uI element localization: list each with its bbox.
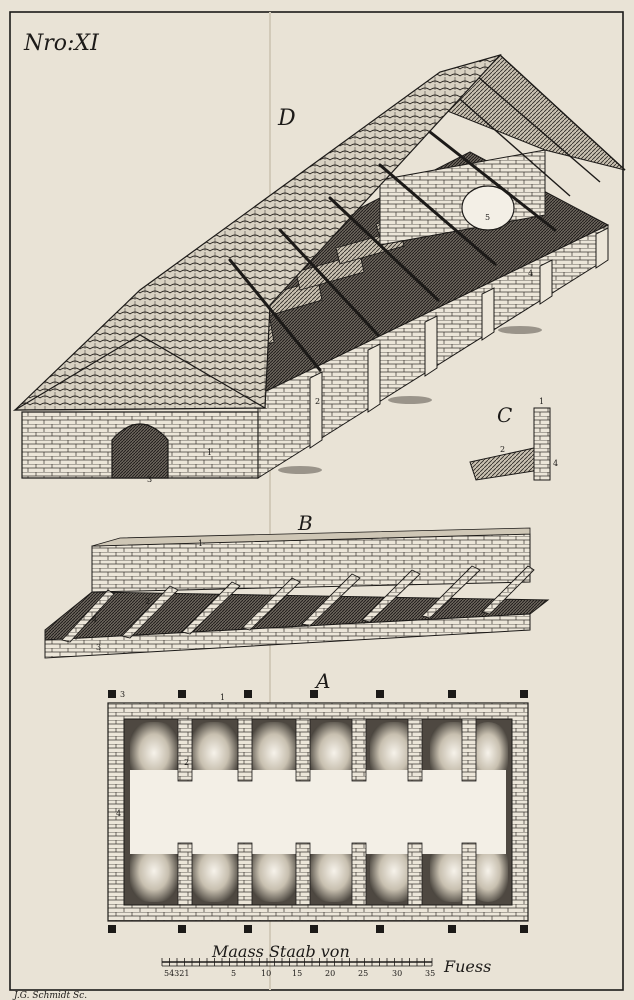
plate-border — [9, 11, 624, 991]
engraver-credit: J.G. Schmidt Sc. — [12, 991, 87, 1000]
figure-d-number: 2 — [315, 397, 320, 406]
figure-c-numbers: 1 2 4 — [500, 397, 558, 468]
scale-tick-label: 10 — [261, 969, 271, 978]
figure-c-drawing — [469, 407, 551, 481]
scale-tick-label: 15 — [292, 969, 302, 978]
figure-b-number: 2 — [145, 597, 150, 606]
figure-d-letter: D — [277, 106, 296, 131]
scale-tick-labels: 54321 5 10 15 20 25 30 35 — [164, 969, 435, 978]
figure-d-number: 3 — [147, 475, 152, 484]
figure-d-number: 5 — [485, 213, 490, 222]
figure-c-number: 1 — [539, 397, 544, 406]
scale-tick-label: 25 — [358, 969, 368, 978]
scale-caption-right: Fuess — [443, 957, 491, 976]
figure-c-number: 4 — [553, 459, 558, 468]
scale-bar: Maass Staab von Fuess 54321 5 10 15 20 2… — [161, 942, 491, 978]
plate-number: Nro:XI — [23, 31, 100, 56]
figure-d-numbers: 1 2 3 4 5 — [147, 213, 533, 484]
figure-d-number: 4 — [528, 269, 533, 278]
figure-a-numbers: 1 2 3 4 — [116, 690, 225, 818]
figure-c-letter: C — [497, 403, 512, 427]
scale-caption-left: Maass Staab von — [211, 942, 350, 961]
figure-b-letter: B — [297, 511, 313, 535]
figure-a-drawing — [107, 690, 529, 933]
figure-a-letter: A — [314, 669, 330, 693]
figure-b-number: 1 — [198, 539, 203, 548]
figure-a-number: 4 — [116, 809, 121, 818]
scale-tick-label: 54321 — [164, 969, 189, 978]
figure-a-number: 3 — [120, 690, 125, 699]
figure-b-number: 4 — [92, 615, 97, 624]
figure-a-number: 1 — [220, 693, 225, 702]
scale-tick-label: 20 — [325, 969, 335, 978]
scale-tick-label: 35 — [425, 969, 435, 978]
figure-d-drawing — [12, 53, 626, 479]
figure-b-drawing — [44, 527, 550, 659]
scale-tick-label: 30 — [392, 969, 402, 978]
scale-ticks — [161, 958, 433, 966]
figure-a-number: 2 — [184, 758, 189, 767]
scale-tick-label: 5 — [231, 969, 236, 978]
figure-d-number: 1 — [207, 448, 212, 457]
figure-b-numbers: 1 2 3 4 — [92, 539, 203, 652]
figure-b-number: 3 — [96, 643, 101, 652]
figure-c-number: 2 — [500, 445, 505, 454]
